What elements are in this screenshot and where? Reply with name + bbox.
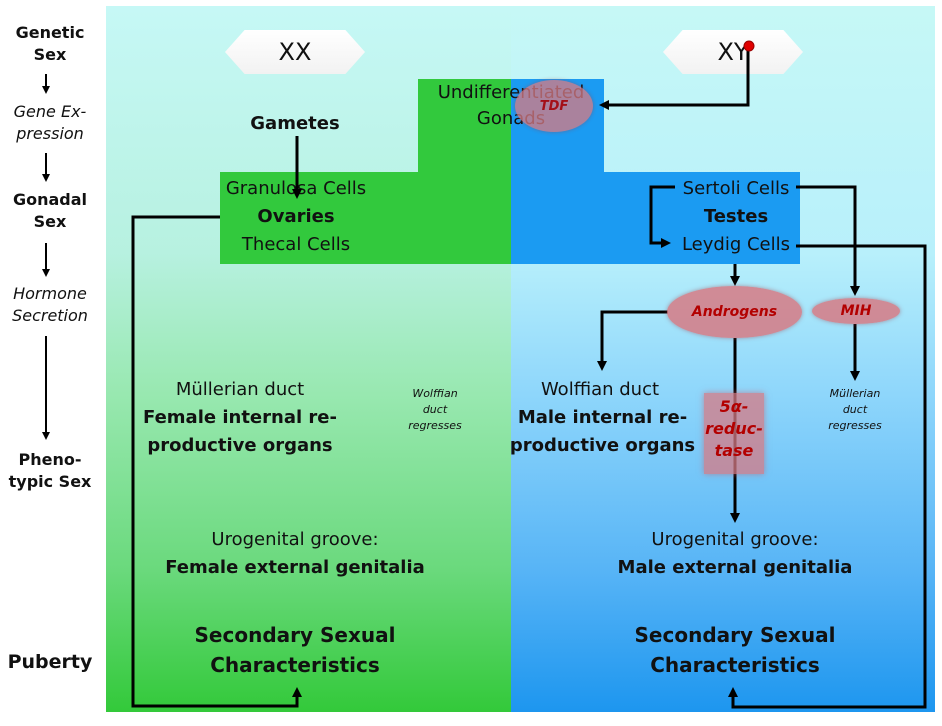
label-line: Secondary Sexual — [194, 623, 396, 647]
female-external-genitalia-label: Female external genitalia — [165, 557, 425, 578]
stage-puberty: Puberty — [0, 651, 100, 673]
label-line: productive organs — [509, 435, 696, 456]
androgens-to-wolffian-arrow — [597, 310, 668, 371]
label-line: Male internal re- — [517, 407, 688, 428]
label-line: 5α- — [719, 397, 749, 416]
xx-chromosome-hexagon: XX — [225, 30, 365, 74]
label-line: Characteristics — [210, 653, 380, 677]
thecal-cells-label: Thecal Cells — [241, 234, 351, 255]
stage-phenotypic-sex: Pheno- typic Sex — [0, 449, 100, 493]
stage-label-line: typic Sex — [8, 472, 92, 491]
ovaries-box — [220, 172, 511, 264]
ovaries-label: Ovaries — [257, 206, 335, 227]
5-alpha-reductase-box: 5α- reduc- tase — [704, 393, 764, 474]
tdf-ellipse: TDF — [515, 80, 593, 132]
sertoli-cells-label: Sertoli Cells — [682, 178, 790, 199]
stage-label-line: Sex — [33, 212, 67, 231]
male-internal-organs-label: Male internal re- productive organs — [505, 404, 700, 460]
male-external-genitalia-label: Male external genitalia — [617, 557, 853, 578]
male-secondary-characteristics-label: Secondary Sexual Characteristics — [600, 620, 870, 680]
stage-label-line: Secretion — [12, 306, 88, 325]
testes-text: Sertoli Cells Testes Leydig Cells — [665, 175, 807, 259]
stage-label-line: Pheno- — [18, 450, 82, 469]
label-line: duct — [842, 403, 868, 416]
label-line: duct — [422, 403, 448, 416]
wolffian-duct-regresses-note: Wolffian duct regresses — [395, 386, 475, 434]
mullerian-duct-label: Müllerian duct — [175, 379, 305, 400]
label-line: productive organs — [147, 435, 333, 456]
stage-label-line: Puberty — [7, 651, 93, 673]
stage-gonadal-sex: Gonadal Sex — [0, 189, 100, 233]
label-line: Characteristics — [650, 653, 820, 677]
leydig-to-secondary-arrow — [728, 244, 927, 709]
label-line: Müllerian — [829, 387, 881, 400]
stage-label-line: Hormone — [13, 284, 87, 303]
stage-hormone-secretion: Hormone Secretion — [0, 283, 100, 327]
label-line: Female internal re- — [143, 407, 337, 428]
leydig-cells-label: Leydig Cells — [681, 234, 791, 255]
mullerian-duct-regresses-note: Müllerian duct regresses — [815, 386, 895, 434]
sertoli-to-mih-arrow — [796, 185, 860, 296]
label-line: Wolffian — [412, 387, 458, 400]
androgens-ellipse: Androgens — [667, 286, 802, 338]
female-secondary-characteristics-label: Secondary Sexual Characteristics — [160, 620, 430, 680]
xy-chromosome-hexagon: XY — [663, 30, 803, 74]
stage-gene-expression: Gene Ex- pression — [0, 101, 100, 145]
female-urogenital-groove-label: Urogenital groove: — [211, 529, 379, 550]
stage-genetic-sex: Genetic Sex — [0, 22, 100, 66]
testes-label: Testes — [703, 206, 769, 227]
undifferentiated-gonads-female-half — [418, 79, 511, 174]
ovaries-to-secondary-arrow — [131, 215, 302, 708]
stage-label-line: Sex — [33, 45, 67, 64]
sertoli-to-leydig-arrow — [649, 185, 675, 248]
xy-to-tdf-arrow — [599, 47, 750, 110]
stage-label-line: Gene Ex- — [13, 102, 87, 121]
female-internal-organs-label: Female internal re- productive organs — [130, 404, 350, 460]
stage-label-line: Genetic — [15, 23, 85, 42]
label-line: tase — [714, 441, 754, 460]
label-line: Secondary Sexual — [634, 623, 836, 647]
label-line: regresses — [408, 419, 462, 432]
wolffian-duct-label: Wolffian duct — [540, 379, 660, 400]
label-line: reduc- — [705, 419, 763, 438]
male-urogenital-groove-label: Urogenital groove: — [651, 529, 819, 550]
stage-label-line: Gonadal — [12, 190, 88, 209]
mih-ellipse: MIH — [812, 298, 900, 324]
y-chromosome-marker-icon — [743, 40, 755, 52]
label-line: regresses — [828, 419, 882, 432]
gametes-label: Gametes — [250, 113, 340, 134]
stage-label-line: pression — [16, 124, 84, 143]
